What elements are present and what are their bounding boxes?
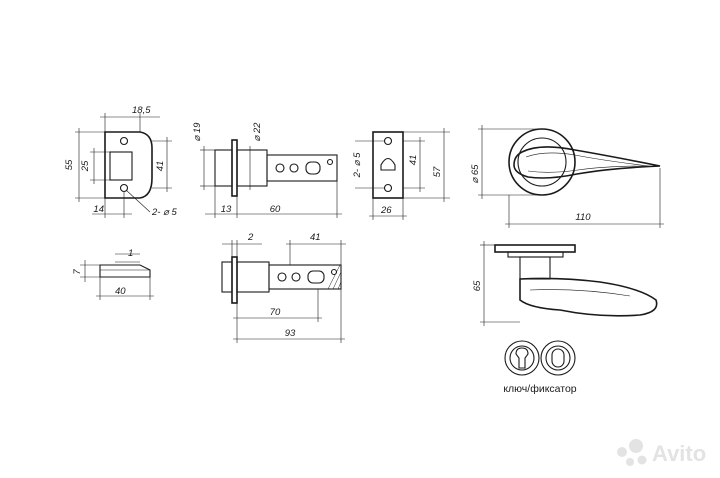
faceplate-holes-label: 2- ⌀ 5 [352, 152, 363, 178]
handle-dim-d65: ⌀ 65 [470, 164, 481, 184]
strike-plate-front: 18,5 55 25 41 14 2- ⌀ 5 [64, 105, 177, 218]
handle-side-view: 65 [472, 241, 658, 326]
latch-top-view: ⌀ 19 ⌀ 22 13 60 [192, 122, 342, 218]
watermark-text: Avito [652, 441, 706, 466]
key-icon [504, 340, 540, 376]
strike-dim-18-5: 18,5 [132, 105, 151, 116]
faceplate-dim-41: 41 [408, 155, 419, 166]
latch-bottom-dim-93: 93 [285, 328, 296, 339]
latch-dim-60: 60 [270, 204, 281, 215]
strike-dim-55: 55 [64, 159, 75, 170]
latch-dim-13: 13 [221, 204, 232, 215]
key-lock-icons: ключ/фиксатор [503, 340, 577, 395]
strike-dim-41: 41 [155, 161, 166, 172]
handle-top-view: ⌀ 65 110 [470, 125, 664, 228]
strike-holes-label: 2- ⌀ 5 [151, 207, 177, 218]
latch-faceplate: 2- ⌀ 5 41 57 26 [352, 128, 450, 220]
icons-caption: ключ/фиксатор [503, 383, 576, 395]
strike-dim-25: 25 [80, 160, 91, 172]
latch-bottom-view: 2 41 70 93 [221, 232, 346, 343]
strike-side-dim-1: 1 [128, 248, 133, 259]
strike-side-dim-7: 7 [72, 269, 83, 275]
faceplate-dim-57: 57 [432, 166, 443, 177]
strike-side-dim-40: 40 [115, 286, 126, 297]
faceplate-dim-26: 26 [380, 205, 392, 216]
latch-bottom-dim-41: 41 [310, 232, 321, 243]
latch-dim-d22: ⌀ 22 [252, 122, 263, 142]
latch-lock-icon [540, 340, 576, 376]
avito-watermark: Avito [617, 439, 706, 466]
strike-dim-14: 14 [93, 204, 104, 215]
handle-side-dim-65: 65 [472, 280, 483, 291]
latch-dim-d19: ⌀ 19 [192, 122, 203, 142]
latch-bottom-dim-2: 2 [247, 232, 254, 243]
latch-bottom-dim-70: 70 [270, 307, 281, 318]
latch-hatch [327, 264, 342, 290]
handle-dim-110: 110 [575, 212, 591, 223]
strike-plate-side: 7 1 40 [72, 248, 154, 300]
